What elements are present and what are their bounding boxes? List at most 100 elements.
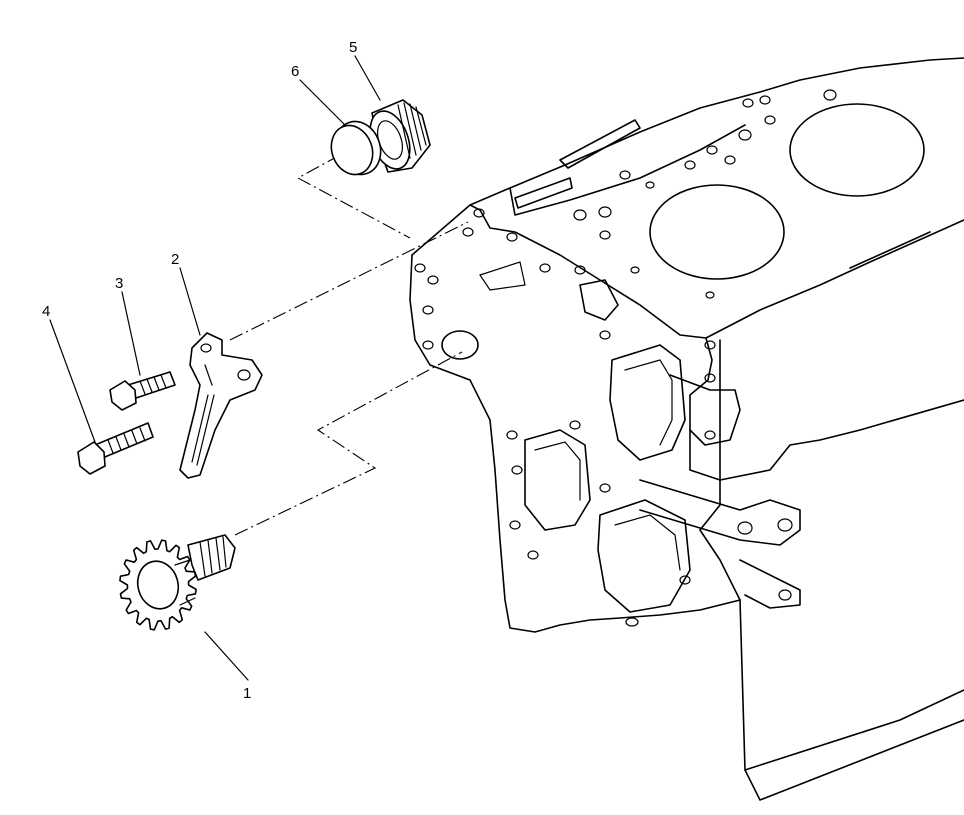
cover-opening-2 <box>524 429 591 531</box>
part-3-bolt <box>109 371 176 411</box>
bolt-3-head <box>109 380 137 411</box>
block-bracket-arm <box>639 479 801 546</box>
block-right-edge <box>849 231 931 269</box>
assembly-centerlines <box>229 154 469 536</box>
bolt-hole <box>527 550 539 560</box>
bolt-hole <box>704 373 716 383</box>
bolt-hole <box>598 206 612 218</box>
callout-1: 1 <box>243 685 251 702</box>
bolt-4-head <box>77 441 106 475</box>
bolt-hole <box>679 575 691 585</box>
bolt-hole <box>724 155 736 165</box>
callout-2: 2 <box>171 251 179 268</box>
callout-3: 3 <box>115 275 123 292</box>
bolt-3-thread <box>139 374 167 395</box>
cover-opening-small <box>441 330 479 360</box>
block-bracket-lower <box>739 559 801 609</box>
callout-4: 4 <box>42 303 50 320</box>
cylinder-bore-2 <box>789 103 925 197</box>
block-top-deck-edge <box>509 124 746 216</box>
centerline-bracket <box>229 221 469 341</box>
callout-leader-1 <box>204 631 249 681</box>
bolt-holes <box>414 89 837 627</box>
cover-opening-2-inner <box>534 441 581 501</box>
bolt-hole <box>574 265 586 275</box>
bolt-hole <box>737 521 753 535</box>
block-top-deck <box>469 57 964 206</box>
callout-6: 6 <box>291 63 299 80</box>
bolt-hole <box>704 430 716 440</box>
bolt-4-thread <box>107 427 146 454</box>
plug-face <box>330 124 374 176</box>
cover-opening-1-inner <box>624 359 673 446</box>
bolt-hole <box>759 95 771 105</box>
sprocket-shaft <box>187 534 236 581</box>
bolt-hole <box>422 340 434 350</box>
bolt-hole <box>777 518 793 532</box>
bolt-hole <box>599 230 611 240</box>
cover-opening-3 <box>597 499 691 613</box>
bolt-hole <box>539 263 551 273</box>
bolt-hole <box>414 263 426 273</box>
bolt-hole <box>704 340 716 350</box>
bolt-hole <box>706 145 718 155</box>
bolt-hole <box>506 430 518 440</box>
timing-cover-outline <box>409 204 741 633</box>
bolt-hole <box>422 305 434 315</box>
sprocket-hub-edge <box>174 559 196 606</box>
bolt-hole <box>738 129 752 141</box>
cylinder-bore-1 <box>649 184 785 280</box>
bolt-hole <box>625 617 639 627</box>
bolt-hole <box>599 330 611 340</box>
bracket-fold <box>204 364 213 386</box>
part-4-bolt <box>77 422 154 475</box>
bolt-hole <box>473 208 485 218</box>
bolt-hole <box>778 589 792 601</box>
bolt-hole <box>705 291 715 299</box>
bolt-hole <box>573 209 587 221</box>
block-right-face <box>705 219 964 339</box>
bolt-hole <box>462 227 474 237</box>
part-1-sprocket <box>119 534 236 631</box>
bolt-hole <box>742 98 754 108</box>
bracket-body <box>179 332 263 479</box>
centerline-plug <box>296 154 411 239</box>
bolt-hole <box>599 483 611 493</box>
block-skirt-edge <box>744 689 964 771</box>
bolt-hole <box>569 420 581 430</box>
bolt-hole <box>684 160 696 170</box>
block-bracket-boss <box>669 374 741 446</box>
callout-leader-6 <box>299 79 346 126</box>
part-6-plug <box>330 120 382 176</box>
bolt-hole <box>645 181 655 189</box>
bolt-hole <box>764 115 776 125</box>
bracket-hole-mid <box>237 369 251 381</box>
bolt-hole <box>619 170 631 180</box>
bolt-hole <box>511 465 523 475</box>
bolt-hole <box>509 520 521 530</box>
sprocket-hub <box>136 560 180 610</box>
engine-block <box>409 57 964 801</box>
part-2-bracket <box>179 332 263 479</box>
cover-tab-1 <box>579 279 619 321</box>
cover-opening-1 <box>609 344 686 461</box>
block-skirt <box>739 599 964 801</box>
callout-leader-4 <box>49 319 96 443</box>
bracket-slot <box>191 394 215 466</box>
block-top-rail-2 <box>514 177 573 209</box>
block-lower-right <box>719 339 964 481</box>
callout-leader-2 <box>179 267 201 336</box>
sleeve-ribs <box>397 102 427 159</box>
bolt-hole <box>630 266 640 274</box>
cover-opening-3-inner <box>614 514 681 571</box>
sprocket-shaft-thread <box>199 536 227 577</box>
centerline-gear <box>234 351 463 536</box>
callouts: 1 2 3 4 5 6 <box>42 39 381 702</box>
timing-cover-inner-edge <box>479 261 526 291</box>
bolt-hole <box>506 232 518 242</box>
bracket-hole-top <box>200 343 212 353</box>
bolt-hole <box>427 275 439 285</box>
block-top-rail <box>559 119 641 169</box>
